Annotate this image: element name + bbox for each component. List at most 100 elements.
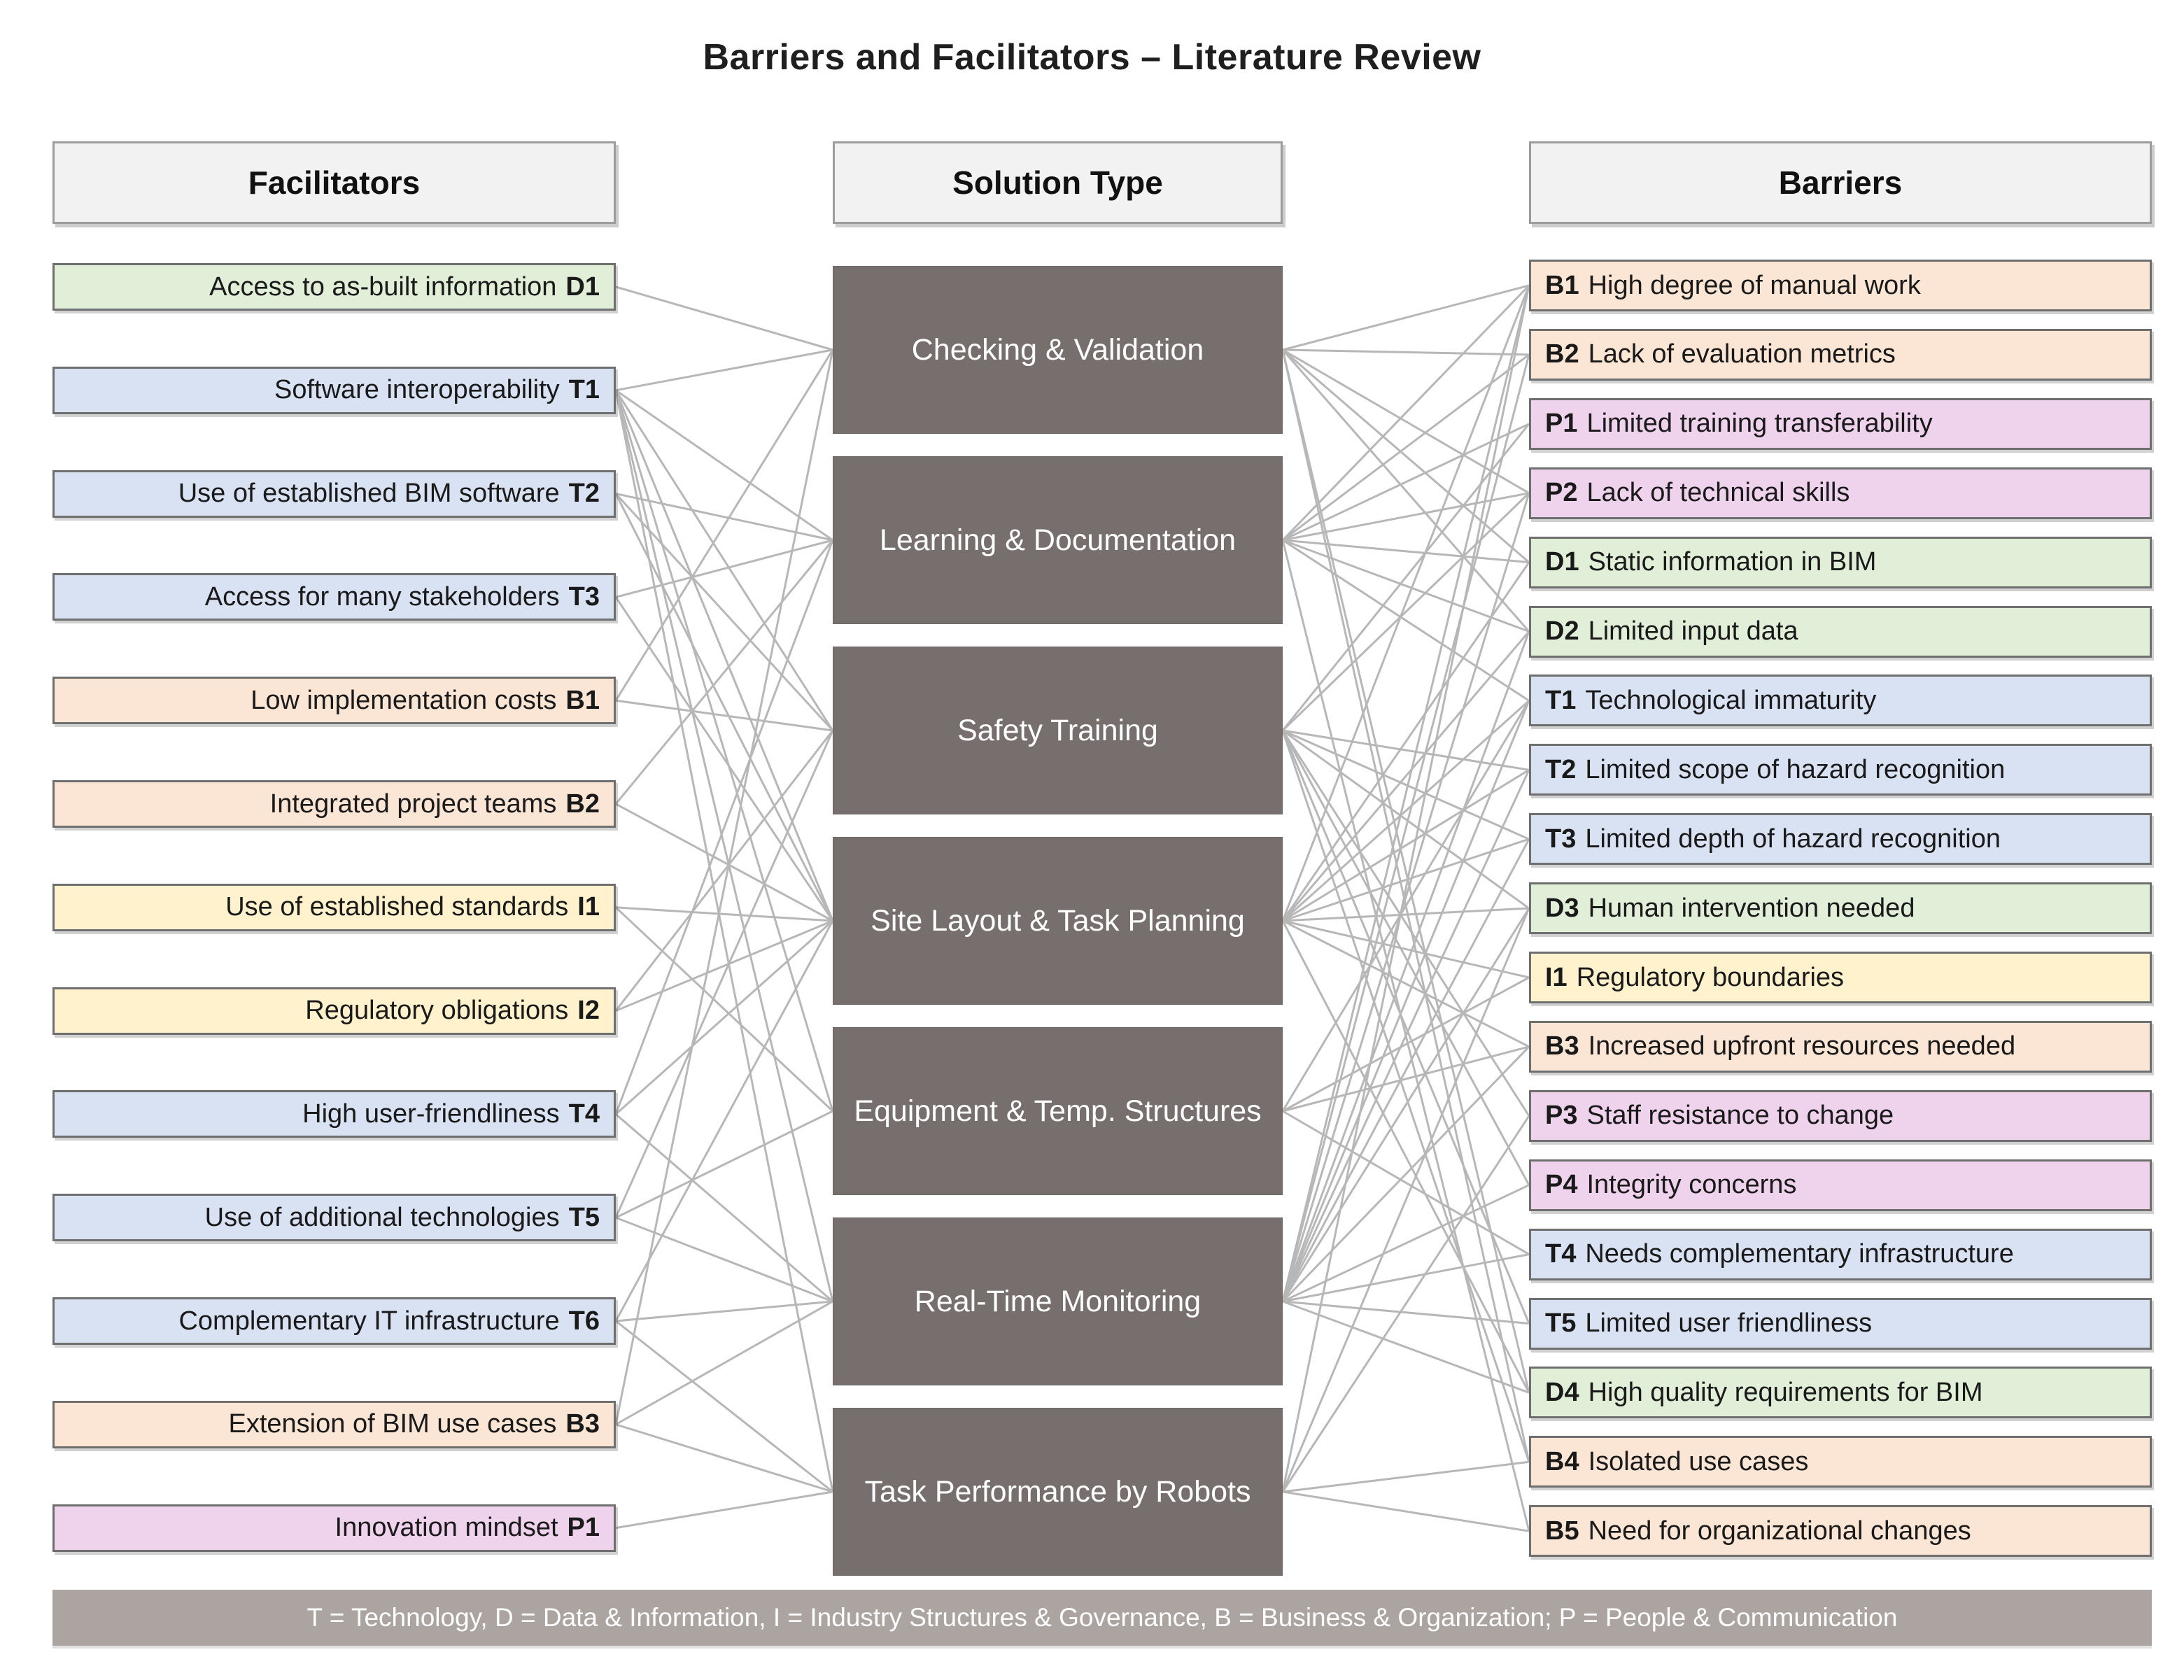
connection-line [1281,769,1530,1302]
connection-line [614,390,834,1302]
connection-line [1281,838,1530,1302]
connection-line [1282,539,1530,702]
connection-line [1282,1300,1530,1394]
connection-line [1282,1460,1530,1493]
column-header-barriers: Barriers [1529,141,2152,224]
connection-line [1282,492,1530,542]
barrier-label: Lack of technical skills [1586,478,1850,508]
connection-line [1282,539,1530,633]
connection-line [1282,907,1530,922]
barrier-code: D3 [1545,893,1579,923]
facilitator-label: Low implementation costs [251,685,557,715]
barrier-label: Human intervention needed [1588,893,1915,923]
barrier-label: Staff resistance to change [1586,1101,1894,1131]
connection-line [615,1423,833,1493]
facilitator-code: B1 [565,685,600,715]
facilitator-code: T3 [568,581,600,612]
connection-line [614,493,834,922]
connection-line [1282,729,1530,771]
facilitator-item-b1: Low implementation costs B1 [52,677,616,725]
barrier-code: T1 [1545,685,1577,715]
facilitator-code: T6 [568,1306,600,1336]
connection-line [1281,354,1530,1302]
facilitator-label: Use of established standards [225,892,569,922]
barrier-code: B3 [1545,1031,1579,1061]
connection-line [615,1216,833,1303]
connection-line [1282,423,1530,542]
solution-item-checking-validation: Checking & Validation [833,266,1283,434]
connection-line [615,1320,833,1493]
barrier-label: Static information in BIM [1588,547,1877,577]
barrier-code: B1 [1545,270,1579,300]
connection-line [1281,730,1530,1325]
barrier-code: D4 [1545,1377,1579,1407]
connection-line [1282,729,1530,840]
facilitator-code: T5 [568,1202,600,1232]
barrier-label: Limited training transferability [1586,409,1933,439]
connection-line [1281,730,1530,1462]
connection-line [1281,908,1530,1302]
page-title: Barriers and Facilitators – Literature R… [703,37,1481,78]
connection-line [1282,1300,1530,1325]
connection-line [1282,729,1530,910]
solution-label: Checking & Validation [911,332,1204,367]
connection-line [615,1300,833,1322]
barrier-code: B2 [1545,339,1579,369]
barrier-code: B5 [1545,1516,1579,1546]
column-header-facilitators: Facilitators [52,141,616,224]
connection-line [1281,492,1530,732]
connection-line [1281,349,1530,633]
facilitator-label: Use of established BIM software [178,479,560,509]
connection-line [1282,769,1530,922]
barrier-code: T4 [1545,1239,1577,1269]
facilitator-label: Access for many stakeholders [204,581,560,612]
legend-bar: T = Technology, D = Data & Information, … [52,1590,2152,1646]
connection-line [615,919,833,1012]
connection-line [1281,1045,1530,1303]
solution-item-task-performance-by-robots: Task Performance by Robots [833,1408,1283,1576]
facilitator-code: D1 [565,271,600,302]
facilitator-item-t6: Complementary IT infrastructure T6 [52,1297,616,1345]
connection-line [1281,493,1530,1302]
barrier-label: Increased upfront resources needed [1588,1031,2016,1061]
connection-line [614,596,834,922]
solution-item-equipment-temp-structures: Equipment & Temp. Structures [833,1027,1283,1195]
connection-line [615,1113,833,1303]
connection-line [614,730,834,1012]
connection-line [614,493,834,732]
connection-line [614,390,834,922]
barrier-code: P4 [1545,1170,1578,1200]
column-header-solution-type: Solution Type [833,141,1283,224]
barrier-label: High degree of manual work [1588,270,1921,300]
facilitator-label: Complementary IT infrastructure [178,1306,560,1336]
facilitator-item-t5: Use of additional technologies T5 [52,1194,616,1242]
facilitator-label: Use of additional technologies [204,1202,560,1232]
facilitator-code: I2 [577,996,600,1026]
barrier-item-b1: B1 High degree of manual work [1529,260,2152,311]
connection-line [615,906,833,922]
connection-line [615,285,833,351]
barrier-label: Limited user friendliness [1585,1308,1873,1338]
barrier-label: Technological immaturity [1585,685,1877,715]
connection-line [1282,348,1530,563]
barrier-label: Limited input data [1588,616,1798,646]
connection-line [1282,976,1530,1113]
barrier-code: T3 [1545,824,1577,854]
barrier-label: Integrity concerns [1586,1170,1797,1200]
solution-item-safety-training: Safety Training [833,647,1283,814]
connection-line [615,1300,833,1426]
facilitator-code: T1 [568,375,600,405]
connection-line [1281,920,1530,1394]
